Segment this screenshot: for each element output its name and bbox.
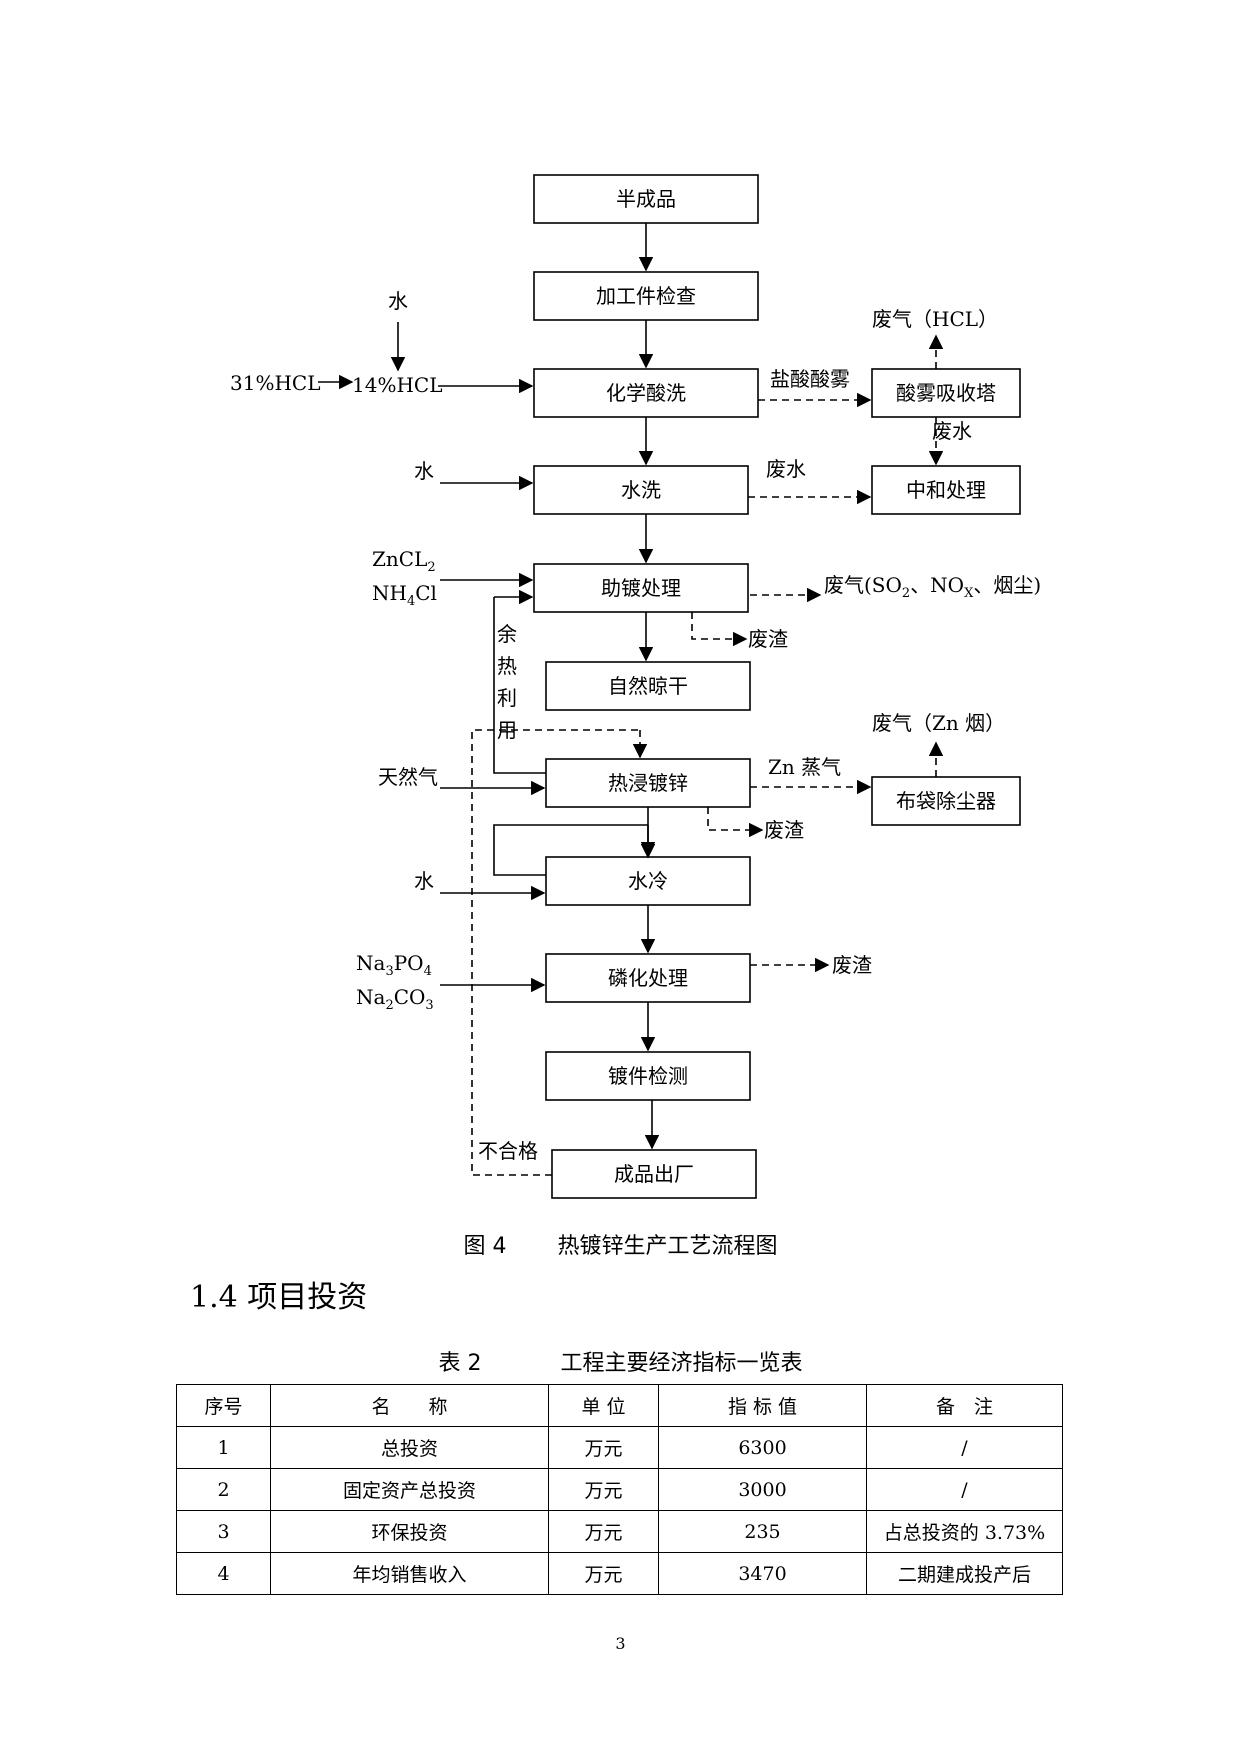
- cell-remark: /: [866, 1426, 1063, 1469]
- cell-unit: 万元: [548, 1552, 659, 1595]
- table-title: 工程主要经济指标一览表: [560, 1351, 803, 1376]
- label-semi-finished: 半成品: [616, 187, 676, 211]
- label-phosphating: 磷化处理: [608, 966, 688, 990]
- label-reheat-3: 利: [497, 686, 517, 710]
- label-product-out: 成品出厂: [614, 1162, 694, 1186]
- label-acid-tower: 酸雾吸收塔: [896, 381, 996, 405]
- cell-remark: /: [866, 1468, 1063, 1511]
- cell-remark: 二期建成投产后: [866, 1552, 1063, 1595]
- cell-value: 3000: [658, 1468, 867, 1511]
- cell-index: 3: [176, 1510, 271, 1553]
- label-reheat-2: 热: [497, 654, 517, 678]
- label-water-wash: 水洗: [621, 478, 661, 502]
- box-flux: [533, 563, 749, 613]
- solid-arrows: [318, 223, 660, 1150]
- label-natural-gas: 天然气: [378, 765, 438, 789]
- cell-unit: 万元: [548, 1510, 659, 1553]
- header-value: 指 标 值: [658, 1384, 867, 1427]
- label-reheat-4: 用: [497, 718, 517, 742]
- table-header-row: 序号 名 称 单 位 指 标 值 备 注: [176, 1384, 1063, 1427]
- waste-heat-loop: [493, 589, 656, 876]
- label-water-cooling: 水冷: [628, 869, 668, 893]
- label-nh4cl: NH4Cl: [372, 581, 437, 609]
- cell-unit: 万元: [548, 1468, 659, 1511]
- box-product-check: [545, 1051, 751, 1101]
- cell-value: 235: [658, 1510, 867, 1553]
- label-zn-smoke: 废气（Zn 烟）: [872, 711, 1005, 735]
- table-caption: 表 2 工程主要经济指标一览表: [0, 1345, 1241, 1377]
- box-neutralization: [871, 465, 1021, 515]
- label-water-cool: 水: [414, 869, 434, 893]
- label-reheat-1: 余: [497, 622, 517, 646]
- label-waste-gas-hcl: 废气（HCL）: [872, 307, 998, 331]
- header-name: 名 称: [270, 1384, 549, 1427]
- label-acid-mist: 盐酸酸雾: [770, 367, 850, 391]
- box-air-dry: [545, 661, 751, 711]
- label-hcl-14: 14%HCL: [352, 373, 442, 397]
- label-na2co3: Na2CO3: [356, 985, 434, 1013]
- label-wastewater-1: 废水: [932, 419, 972, 443]
- table-row: 1 总投资 万元 6300 /: [176, 1426, 1063, 1469]
- cell-value: 3470: [658, 1552, 867, 1595]
- label-water-top: 水: [388, 289, 408, 313]
- label-hcl-31: 31%HCL: [230, 371, 320, 395]
- label-slag-2: 废渣: [764, 818, 804, 842]
- label-pickling: 化学酸洗: [606, 381, 686, 405]
- label-slag-1: 废渣: [748, 627, 788, 651]
- cell-remark: 占总投资的 3.73%: [866, 1510, 1063, 1553]
- header-unit: 单 位: [548, 1384, 659, 1427]
- label-neutralization: 中和处理: [906, 478, 986, 502]
- figure-caption: 图 4 热镀锌生产工艺流程图: [0, 1228, 1241, 1260]
- table-row: 2 固定资产总投资 万元 3000 /: [176, 1468, 1063, 1511]
- box-acid-tower: [871, 368, 1021, 418]
- cell-name: 环保投资: [270, 1510, 549, 1553]
- cell-name: 固定资产总投资: [270, 1468, 549, 1511]
- label-bag-filter: 布袋除尘器: [896, 789, 996, 813]
- cell-name: 年均销售收入: [270, 1552, 549, 1595]
- box-water-wash: [533, 465, 749, 515]
- label-product-check: 镀件检测: [608, 1064, 688, 1088]
- label-inspection: 加工件检查: [596, 284, 696, 308]
- table-number: 表 2: [438, 1351, 482, 1376]
- label-galvanizing: 热浸镀锌: [608, 771, 688, 795]
- label-water-wash: 水: [414, 459, 434, 483]
- header-index: 序号: [176, 1384, 271, 1427]
- process-flowchart: 半成品 加工件检查 化学酸洗 酸雾吸收塔 水洗 中和处理 助镀处理 自然晾干 热…: [230, 174, 1041, 1199]
- economic-indicators-table: 序号 名 称 单 位 指 标 值 备 注 1 总投资 万元 6300 / 2 固…: [176, 1384, 1063, 1595]
- cell-index: 1: [176, 1426, 271, 1469]
- figure-title: 热镀锌生产工艺流程图: [557, 1234, 778, 1259]
- table-row: 3 环保投资 万元 235 占总投资的 3.73%: [176, 1510, 1063, 1553]
- label-zn-vapor: Zn 蒸气: [768, 755, 841, 779]
- cell-name: 总投资: [270, 1426, 549, 1469]
- box-product-out: [551, 1149, 757, 1199]
- cell-unit: 万元: [548, 1426, 659, 1469]
- cell-index: 2: [176, 1468, 271, 1511]
- header-remark: 备 注: [866, 1384, 1063, 1427]
- label-na3po4: Na3PO4: [356, 951, 432, 979]
- label-slag-3: 废渣: [832, 953, 872, 977]
- label-air-dry: 自然晾干: [608, 674, 688, 698]
- cell-index: 4: [176, 1552, 271, 1595]
- cell-value: 6300: [658, 1426, 867, 1469]
- label-wastewater-2: 废水: [766, 457, 806, 481]
- box-bag-filter: [871, 776, 1021, 826]
- table-row: 4 年均销售收入 万元 3470 二期建成投产后: [176, 1552, 1063, 1595]
- label-zncl2: ZnCL2: [372, 547, 436, 575]
- label-flux: 助镀处理: [601, 576, 681, 600]
- label-flux-waste-gas: 废气(SO2、NOX、烟尘): [824, 573, 1041, 601]
- dashed-arrows: [471, 334, 944, 1176]
- label-reject: 不合格: [478, 1139, 538, 1163]
- page-number: 3: [615, 1634, 626, 1653]
- section-heading: 1.4 项目投资: [190, 1280, 368, 1315]
- figure-number: 图 4: [463, 1234, 507, 1259]
